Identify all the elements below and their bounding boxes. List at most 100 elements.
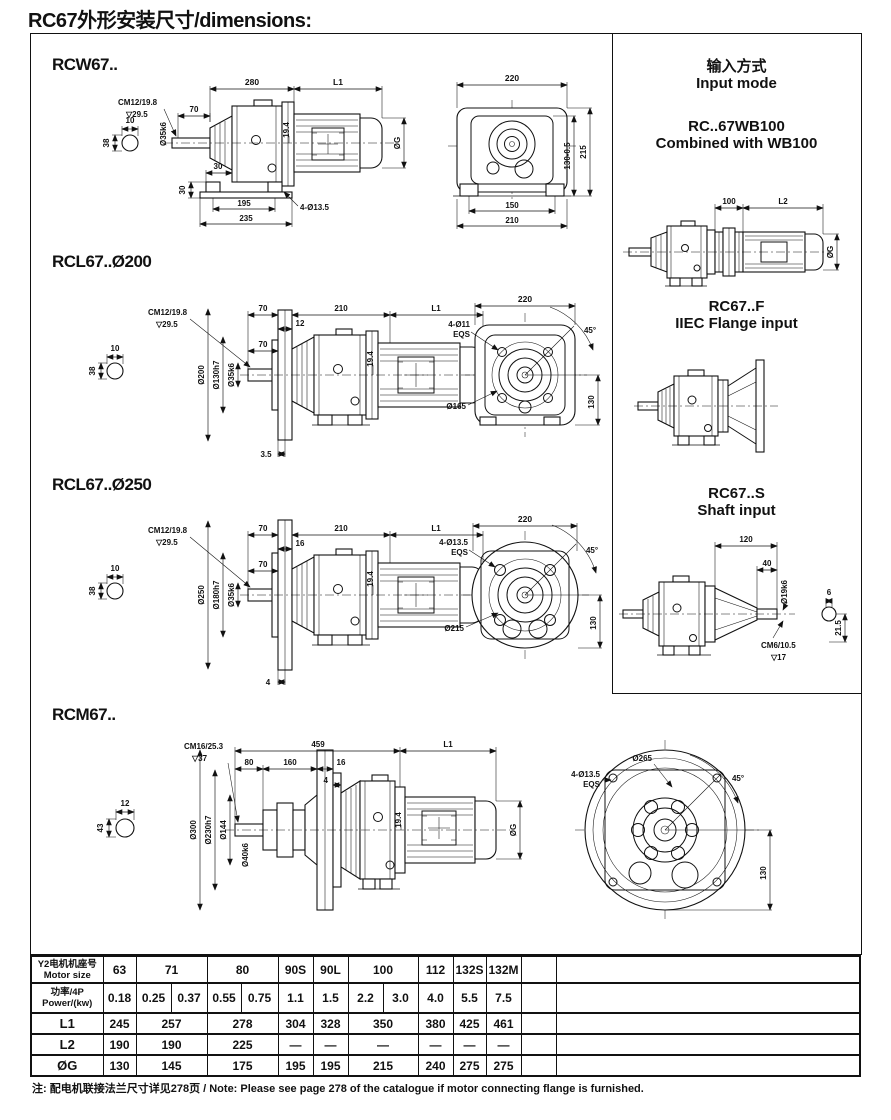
dim-angle: 45° [586, 546, 598, 555]
l1-cell: 328 [312, 1012, 349, 1035]
panel-divider-horizontal [612, 693, 861, 694]
rc67s-drawing: 120 40 Ø19k6 CM6/10.5 ▽17 6 21.5 [619, 535, 848, 662]
motor-cell: 100 [347, 955, 419, 984]
power-en: Power/(kw) [42, 998, 93, 1009]
empty-cell [555, 955, 861, 984]
dim-eqs: EQS [583, 780, 601, 789]
power-cell: 0.25 [135, 982, 172, 1014]
dim-4: 4 [266, 678, 271, 687]
og-cell: 175 [206, 1054, 279, 1077]
dim-70: 70 [259, 304, 268, 313]
panel-wb100-heading: RC..67WB100 Combined with WB100 [613, 118, 860, 152]
power-cell: 0.75 [240, 982, 279, 1014]
dim-459: 459 [311, 740, 325, 749]
footnote: 注: 配电机联接法兰尺寸详见278页 / Note: Please see pa… [32, 1083, 644, 1095]
dim-bolt-circle: Ø215 [444, 624, 464, 633]
section-label-rcm67: RCM67.. [52, 705, 116, 724]
l1-cell: 304 [277, 1012, 314, 1035]
power-cell: 4.0 [417, 982, 454, 1014]
dim-l2: L2 [778, 197, 788, 206]
dim-235: 235 [239, 214, 253, 223]
dim-210: 210 [334, 524, 348, 533]
l2-cell: 190 [135, 1033, 208, 1056]
rc67s-desc: Shaft input [697, 502, 776, 519]
dim-3-5: 3.5 [260, 450, 272, 459]
motor-cell: 80 [206, 955, 279, 984]
power-cell: 3.0 [382, 982, 419, 1014]
dim-e215: 215 [579, 145, 588, 159]
dim-e130: 130 [587, 395, 596, 409]
l2-cell: — [485, 1033, 522, 1056]
l2-cell: — [452, 1033, 487, 1056]
dim-holes: 4-Ø13.5 [300, 203, 329, 212]
rcm67-drawing: 12 43 CM16/25.3 ▽37 Ø300 Ø230h7 Ø144 Ø40… [96, 740, 773, 920]
section-label-rcw67: RCW67.. [52, 55, 118, 74]
dim-depth: ▽17 [770, 653, 787, 662]
dim-12: 12 [296, 319, 305, 328]
dim-depth: ▽29.5 [155, 538, 178, 547]
dim-l1: L1 [431, 524, 441, 533]
dim-21-5: 21.5 [834, 620, 843, 636]
motor-cell: 71 [135, 955, 208, 984]
og-cell: 195 [312, 1054, 349, 1077]
panel-divider-vertical [612, 33, 613, 693]
dim-shaft: Ø35k6 [227, 582, 236, 607]
dim-hub: Ø144 [219, 820, 228, 840]
og-header: ØG [30, 1054, 104, 1077]
wb100-name: RC..67WB100 [688, 118, 785, 135]
section-label-rcl250: RCL67..Ø250 [52, 475, 152, 494]
row-l1: L1 245 257 278 304 328 350 380 425 461 [30, 1012, 861, 1035]
motor-cell: 63 [102, 955, 137, 984]
empty-cell [555, 1033, 861, 1056]
l2-cell: — [347, 1033, 419, 1056]
dim-16: 16 [296, 539, 305, 548]
l2-cell: — [417, 1033, 454, 1056]
og-cell: 240 [417, 1054, 454, 1077]
dim-l1: L1 [431, 304, 441, 313]
l1-cell: 350 [347, 1012, 419, 1035]
power-header: 功率/4P Power/(kw) [30, 982, 104, 1014]
l2-cell: — [312, 1033, 349, 1056]
motor-cell: 132M [485, 955, 522, 984]
dim-4: 4 [324, 776, 329, 785]
dim-40: 40 [763, 559, 772, 568]
dim-spigot: Ø230h7 [204, 815, 213, 844]
rc67f-desc: IIEC Flange input [675, 315, 798, 332]
l2-cell: — [277, 1033, 314, 1056]
dim-70b: 70 [259, 560, 268, 569]
dim-angle: 45° [584, 326, 596, 335]
rc67f-drawing [634, 359, 778, 453]
dim-160: 160 [283, 758, 297, 767]
l1-cell: 461 [485, 1012, 522, 1035]
rcl200-drawing: 10 38 CM12/19.8 ▽29.5 Ø200 Ø130h7 Ø35k6 … [88, 294, 601, 459]
dim-e130: 130-0.5 [563, 142, 572, 170]
row-og: ØG 130 145 175 195 195 215 240 275 275 [30, 1054, 861, 1077]
dim-eqs: EQS [453, 330, 471, 339]
dim-e220: 220 [505, 73, 519, 83]
l2-cell: 190 [102, 1033, 137, 1056]
l1-cell: 245 [102, 1012, 137, 1035]
dim-depth: ▽29.5 [155, 320, 178, 329]
rc67f-name: RC67..F [708, 298, 765, 315]
l1-cell: 425 [452, 1012, 487, 1035]
dim-key-width: 12 [121, 799, 130, 808]
panel-shaft-heading: RC67..S Shaft input [613, 485, 860, 519]
motor-size-en: Motor size [43, 969, 91, 981]
power-cell: 0.37 [170, 982, 208, 1014]
row-power: 功率/4P Power/(kw) 0.18 0.25 0.37 0.55 0.7… [30, 982, 861, 1014]
dim-70: 70 [259, 524, 268, 533]
dim-holes: 4-Ø13.5 [439, 538, 468, 547]
dim-195: 195 [237, 199, 251, 208]
power-cell: 1.5 [312, 982, 349, 1014]
dim-angle: 45° [732, 774, 744, 783]
dim-shaft: Ø40k6 [241, 842, 250, 867]
dim-flange: Ø200 [197, 365, 206, 385]
dim-cm: CM16/25.3 [184, 742, 224, 751]
dim-holes: 4-Ø11 [448, 320, 470, 329]
dim-bolt-circle: Ø165 [446, 402, 466, 411]
dim-70b: 70 [259, 340, 268, 349]
dim-key-height: 38 [102, 138, 111, 147]
power-zh: 功率/4P [50, 987, 84, 998]
dim-80: 80 [245, 758, 254, 767]
dim-cm: CM6/10.5 [761, 641, 796, 650]
